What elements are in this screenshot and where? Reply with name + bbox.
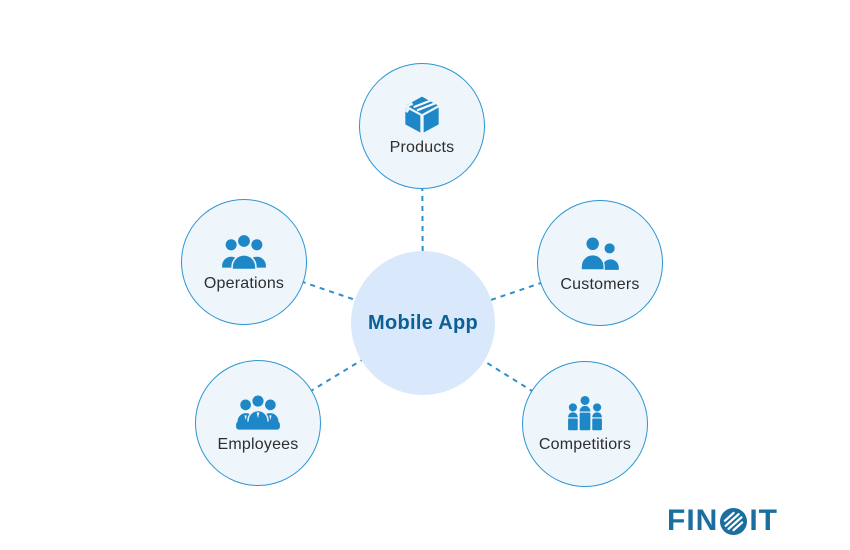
node-label-competitiors: Competitiors xyxy=(538,436,632,453)
node-label-customers: Customers xyxy=(560,275,640,293)
node-operations: Operations xyxy=(181,199,307,325)
two-customers-icon xyxy=(578,233,622,272)
node-label-products: Products xyxy=(389,139,455,156)
node-employees: Employees xyxy=(195,360,321,486)
finoit-logo: FIN IT xyxy=(667,504,778,538)
podium-people-icon xyxy=(564,394,606,432)
center-node-mobile-app: Mobile App xyxy=(351,251,495,395)
finoit-logo-ball-icon xyxy=(720,507,748,535)
node-products: Products xyxy=(359,63,485,189)
finoit-logo-prefix: FIN xyxy=(667,504,719,537)
node-competitiors: Competitiors xyxy=(522,361,648,487)
node-customers: Customers xyxy=(537,200,663,326)
node-label-operations: Operations xyxy=(203,275,285,292)
center-node-label: Mobile App xyxy=(367,311,479,334)
people-group-icon xyxy=(221,231,267,271)
node-label-employees: Employees xyxy=(217,436,299,453)
package-box-icon xyxy=(402,95,442,135)
employees-team-icon xyxy=(235,392,281,432)
finoit-logo-suffix: IT xyxy=(749,504,778,537)
